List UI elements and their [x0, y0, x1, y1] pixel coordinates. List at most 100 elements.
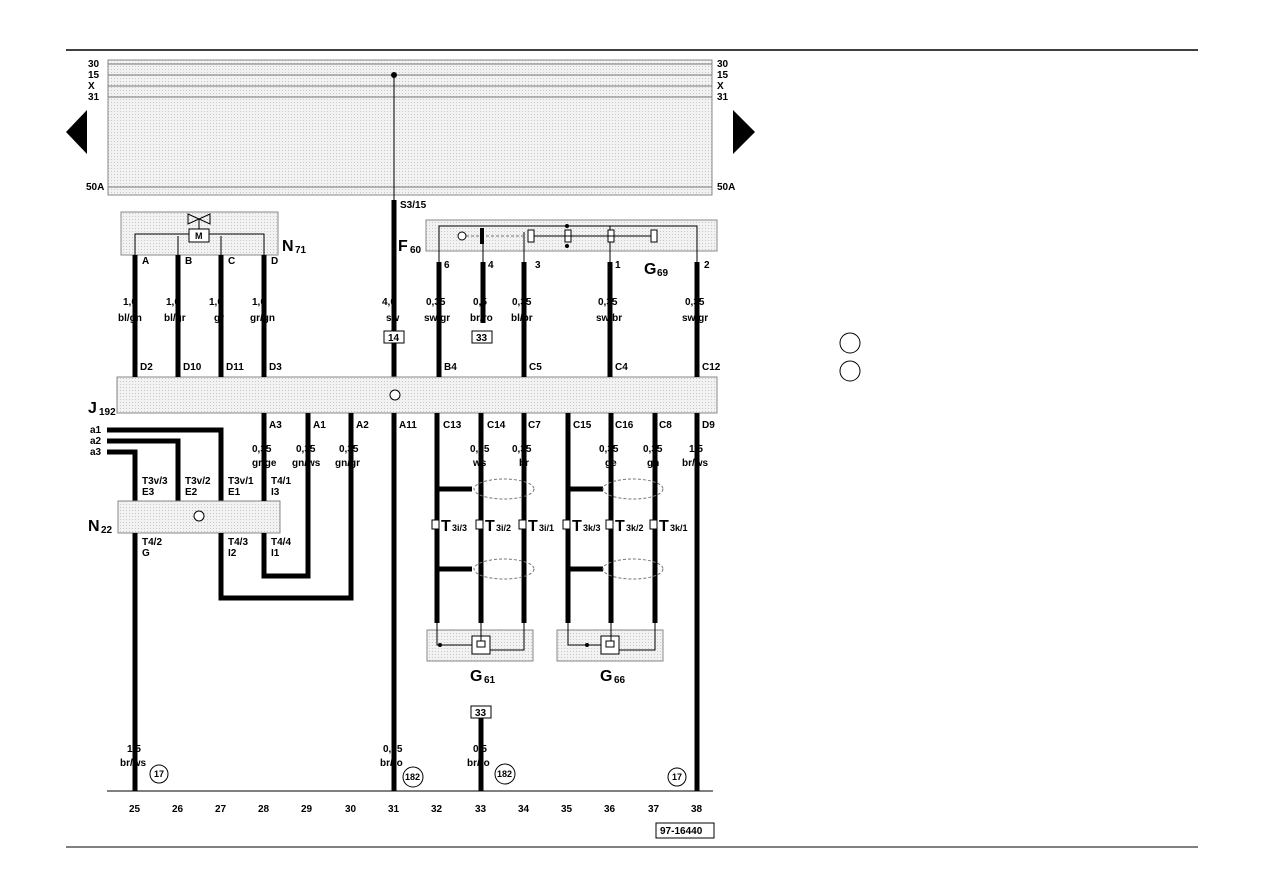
- svg-text:3k/3: 3k/3: [583, 523, 601, 533]
- svg-text:3k/1: 3k/1: [670, 523, 688, 533]
- track-31: 31: [388, 804, 400, 815]
- figure-id: 97-16440: [660, 826, 703, 837]
- svg-text:I2: I2: [228, 548, 237, 559]
- svg-text:I1: I1: [271, 548, 280, 559]
- mid-wire-size-3: 0,35: [470, 444, 490, 455]
- g61-sublabel: 61: [484, 675, 496, 686]
- bottom-ref-2: 182: [497, 769, 512, 779]
- svg-text:T: T: [572, 518, 582, 535]
- svg-text:D2: D2: [140, 362, 153, 373]
- svg-text:B4: B4: [444, 362, 457, 373]
- j-pin-a1: A1: [313, 420, 326, 431]
- svg-text:4,0: 4,0: [382, 297, 396, 308]
- connector-t3i-1: T 3i/1: [518, 518, 554, 535]
- n71-sublabel: 71: [295, 245, 307, 256]
- svg-text:T4/4: T4/4: [271, 537, 291, 548]
- track-38: 38: [691, 804, 703, 815]
- figure-id-box: [655, 822, 715, 839]
- svg-text:3i/2: 3i/2: [496, 523, 511, 533]
- svg-text:1,0: 1,0: [209, 297, 223, 308]
- input-a3: a3: [90, 447, 102, 458]
- svg-text:14: 14: [388, 333, 400, 344]
- svg-text:T: T: [615, 518, 625, 535]
- bus-label-right-31: 31: [717, 92, 729, 103]
- bottom-ref-0: 17: [154, 769, 164, 779]
- bottom-ref-3: 17: [672, 772, 682, 782]
- power-bus-panel: [107, 59, 713, 196]
- n22-sublabel: 22: [101, 525, 113, 536]
- svg-text:A: A: [142, 256, 149, 267]
- svg-text:1,0: 1,0: [166, 297, 180, 308]
- top-wire-3: D 1,0 gr/gn D3: [250, 255, 282, 377]
- svg-text:C5: C5: [529, 362, 542, 373]
- svg-text:T: T: [659, 518, 669, 535]
- j-pin-a11: A11: [399, 420, 417, 431]
- j-pin-c8: C8: [659, 420, 672, 431]
- j192-label: J: [88, 400, 97, 417]
- track-25: 25: [129, 804, 141, 815]
- svg-text:T: T: [441, 518, 451, 535]
- track-27: 27: [215, 804, 227, 815]
- svg-text:T4/3: T4/3: [228, 537, 248, 548]
- valve-icon: [187, 213, 201, 225]
- mid-wire-size-7: 1,5: [689, 444, 703, 455]
- svg-text:3: 3: [535, 260, 541, 271]
- j192-sublabel: 192: [99, 407, 116, 418]
- mid-wire-color-2: gn/gr: [335, 458, 360, 469]
- mid-wire-size-5: 0,35: [599, 444, 619, 455]
- bus-label-left-15: 15: [88, 70, 100, 81]
- mid-wire-color-0: gr/ge: [252, 458, 277, 469]
- mid-wire-color-1: gn/ws: [292, 458, 321, 469]
- bus-label-left-31: 31: [88, 92, 100, 103]
- g66-label: G: [600, 668, 612, 685]
- n22-label: N: [88, 518, 100, 535]
- svg-text:0,35: 0,35: [598, 297, 618, 308]
- mid-wire-color-6: gn: [647, 458, 659, 469]
- svg-text:3i/3: 3i/3: [452, 523, 467, 533]
- svg-text:1: 1: [615, 260, 621, 271]
- legend-circle-2: [839, 360, 861, 382]
- mid-wire-size-1: 0,35: [296, 444, 316, 455]
- track-33: 33: [475, 804, 487, 815]
- mid-wire-size-0: 0,35: [252, 444, 272, 455]
- connector-t3k-2: T 3k/2: [605, 518, 644, 535]
- bottom-size-1: 0,35: [383, 744, 403, 755]
- connector-t3i-2: T 3i/2: [475, 518, 511, 535]
- bottom-size-2: 0,5: [473, 744, 487, 755]
- bus-label-left-30: 30: [88, 59, 100, 70]
- svg-text:4: 4: [488, 260, 494, 271]
- svg-text:T4/2: T4/2: [142, 537, 162, 548]
- track-26: 26: [172, 804, 184, 815]
- fuse-wire-label: S3/15: [400, 200, 427, 211]
- svg-text:bl/gr: bl/gr: [164, 313, 186, 324]
- svg-text:6: 6: [444, 260, 450, 271]
- j-pin-c7: C7: [528, 420, 541, 431]
- top-wire-7: 3 0,35 bl/br C5: [511, 260, 542, 377]
- track-30: 30: [345, 804, 357, 815]
- svg-text:I3: I3: [271, 487, 280, 498]
- top-wire-4: 4,0 sw 14: [382, 297, 405, 344]
- next-page-arrow-icon[interactable]: [733, 110, 755, 154]
- bottom-color-1: br/ro: [380, 758, 403, 769]
- svg-text:0,35: 0,35: [512, 297, 532, 308]
- svg-text:bl/gn: bl/gn: [118, 313, 142, 324]
- bus-label-right-30: 30: [717, 59, 729, 70]
- track-35: 35: [561, 804, 573, 815]
- bottom-size-0: 1,5: [127, 744, 141, 755]
- prev-page-arrow-icon[interactable]: [66, 110, 87, 154]
- j-pin-c15: C15: [573, 420, 592, 431]
- svg-text:33: 33: [476, 333, 488, 344]
- svg-text:gr/gn: gr/gn: [250, 313, 275, 324]
- mid-wire-size-6: 0,35: [643, 444, 663, 455]
- connector-t3k-1: T 3k/1: [649, 518, 688, 535]
- g66-sublabel: 66: [614, 675, 626, 686]
- j-pin-a2: A2: [356, 420, 369, 431]
- svg-text:C12: C12: [702, 362, 721, 373]
- electronic-icon-n22: [193, 510, 205, 522]
- j-pin-c13: C13: [443, 420, 462, 431]
- svg-text:E3: E3: [142, 487, 155, 498]
- svg-text:C: C: [228, 256, 235, 267]
- svg-text:G: G: [142, 548, 150, 559]
- track-28: 28: [258, 804, 270, 815]
